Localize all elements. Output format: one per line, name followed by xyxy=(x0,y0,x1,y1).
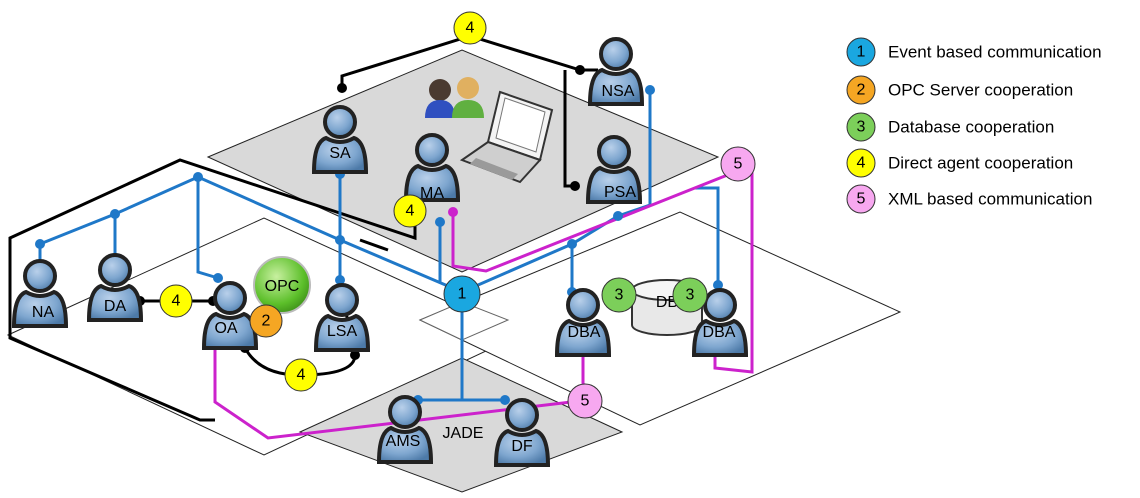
svg-text:5: 5 xyxy=(734,156,743,173)
agent-da: DA xyxy=(87,253,143,322)
svg-text:4: 4 xyxy=(857,155,866,172)
laptop-icon xyxy=(459,90,554,184)
agent-df: DF xyxy=(494,398,550,467)
svg-text:DF: DF xyxy=(511,438,533,455)
svg-text:1: 1 xyxy=(458,286,467,303)
agent-ams: AMS xyxy=(377,395,433,464)
agent-nsa: NSA xyxy=(588,37,644,106)
svg-text:OPC Server cooperation: OPC Server cooperation xyxy=(888,81,1073,100)
svg-text:MA: MA xyxy=(420,185,444,202)
agent-lsa: LSA xyxy=(314,283,370,352)
svg-text:2: 2 xyxy=(857,82,866,99)
platform-center-small xyxy=(418,301,510,341)
users-icon xyxy=(425,77,484,118)
agent-dba-right: DBA xyxy=(692,288,748,357)
legend-item-4: 4 Direct agent cooperation xyxy=(846,148,1073,178)
svg-text:DBA: DBA xyxy=(703,324,736,341)
db-label: DB xyxy=(656,294,678,311)
svg-text:Event based communication: Event based communication xyxy=(888,43,1102,62)
badge-5-bottom: 5 xyxy=(567,383,603,419)
svg-text:5: 5 xyxy=(857,191,866,208)
svg-text:NSA: NSA xyxy=(602,83,635,100)
legend-item-2: 2 OPC Server cooperation xyxy=(846,75,1073,105)
badge-3-right: 3 xyxy=(672,277,708,313)
badge-4-oa-lsa: 4 xyxy=(284,358,318,392)
svg-text:DA: DA xyxy=(104,298,127,315)
legend-item-1: 1 Event based communication xyxy=(846,37,1102,67)
svg-text:3: 3 xyxy=(686,287,695,304)
legend-item-3: 3 Database cooperation xyxy=(846,112,1054,142)
legend-item-5: 5 XML based communication xyxy=(846,184,1092,214)
svg-text:NA: NA xyxy=(32,304,55,321)
svg-text:4: 4 xyxy=(466,20,475,37)
legend: 1 Event based communication 2 OPC Server… xyxy=(846,37,1102,214)
badge-4-top: 4 xyxy=(453,11,487,45)
svg-text:Direct agent cooperation: Direct agent cooperation xyxy=(888,154,1073,173)
badge-1-center: 1 xyxy=(443,275,481,313)
agent-psa: PSA xyxy=(586,135,642,204)
svg-text:4: 4 xyxy=(172,293,181,310)
line-left-big-frame xyxy=(8,158,417,422)
agent-na: NA xyxy=(12,259,68,328)
svg-text:DBA: DBA xyxy=(568,324,601,341)
line-to-dba-right xyxy=(695,186,720,285)
svg-text:Database cooperation: Database cooperation xyxy=(888,118,1054,137)
badge-4-da-oa: 4 xyxy=(159,284,193,318)
svg-text:4: 4 xyxy=(406,203,415,220)
badge-2-oa: 2 xyxy=(249,304,283,338)
svg-text:XML based communication: XML based communication xyxy=(888,190,1092,209)
badge-4-ma: 4 xyxy=(393,194,427,228)
svg-text:SA: SA xyxy=(329,145,351,162)
svg-text:4: 4 xyxy=(297,367,306,384)
line-big-frame-bottom xyxy=(359,238,389,252)
line-oa-xml xyxy=(213,344,589,440)
agent-dba-left: DBA xyxy=(555,288,611,357)
event-lines xyxy=(38,90,720,402)
badge-3-left: 3 xyxy=(601,277,637,313)
badge-5-right: 5 xyxy=(720,146,756,182)
svg-text:OA: OA xyxy=(214,320,237,337)
opc-server-icon: OPC xyxy=(253,256,311,314)
svg-text:1: 1 xyxy=(857,44,866,61)
line-ma-xml xyxy=(451,170,736,273)
svg-text:3: 3 xyxy=(615,287,624,304)
agent-oa: OA xyxy=(202,281,258,350)
svg-text:AMS: AMS xyxy=(386,433,421,450)
svg-text:3: 3 xyxy=(857,119,866,136)
jade-label: JADE xyxy=(443,425,484,442)
line-tree-oa xyxy=(196,177,219,280)
opc-label: OPC xyxy=(265,278,300,295)
svg-text:LSA: LSA xyxy=(327,323,358,340)
svg-text:5: 5 xyxy=(581,393,590,410)
agent-sa: SA xyxy=(312,105,368,174)
svg-text:2: 2 xyxy=(262,313,271,330)
agent-ma: MA xyxy=(404,133,460,202)
svg-text:PSA: PSA xyxy=(604,184,636,201)
